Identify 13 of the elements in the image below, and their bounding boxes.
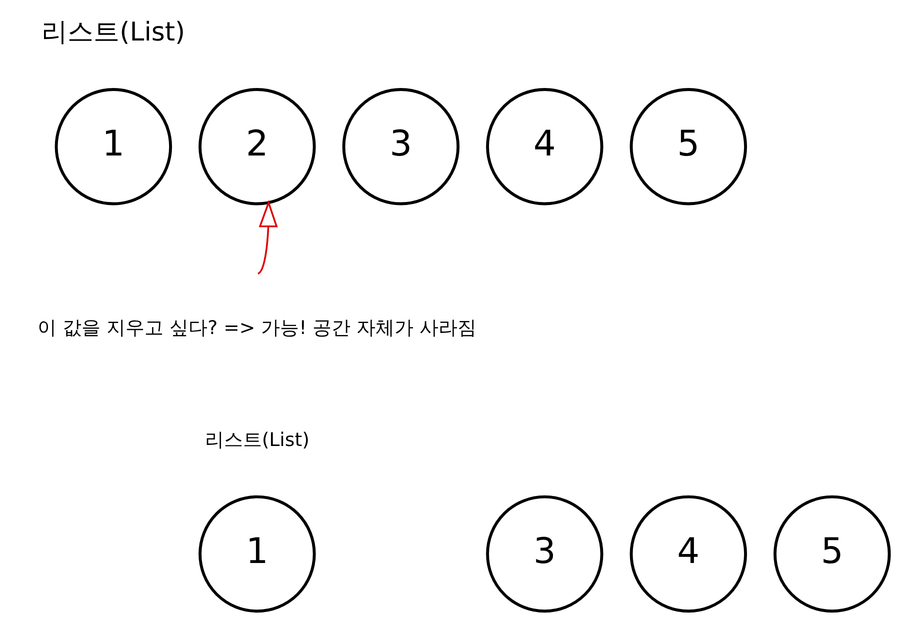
node-circle: 5 bbox=[773, 495, 890, 613]
node-circle: 5 bbox=[629, 88, 747, 206]
node-circle: 3 bbox=[342, 88, 460, 206]
node-circle: 1 bbox=[198, 495, 316, 613]
node-circle: 1 bbox=[54, 88, 172, 206]
label: 리스트(List) bbox=[204, 430, 309, 451]
node-circle: 3 bbox=[486, 495, 603, 613]
node-circle: 4 bbox=[629, 495, 747, 613]
node-circle: 4 bbox=[486, 88, 603, 206]
arrow bbox=[257, 200, 278, 274]
node-circle: 2 bbox=[198, 88, 316, 206]
label: 리스트(List) bbox=[41, 18, 185, 48]
label: 이 값을 지우고 싶다? => 가능! 공간 자체가 사라짐 bbox=[37, 318, 476, 339]
